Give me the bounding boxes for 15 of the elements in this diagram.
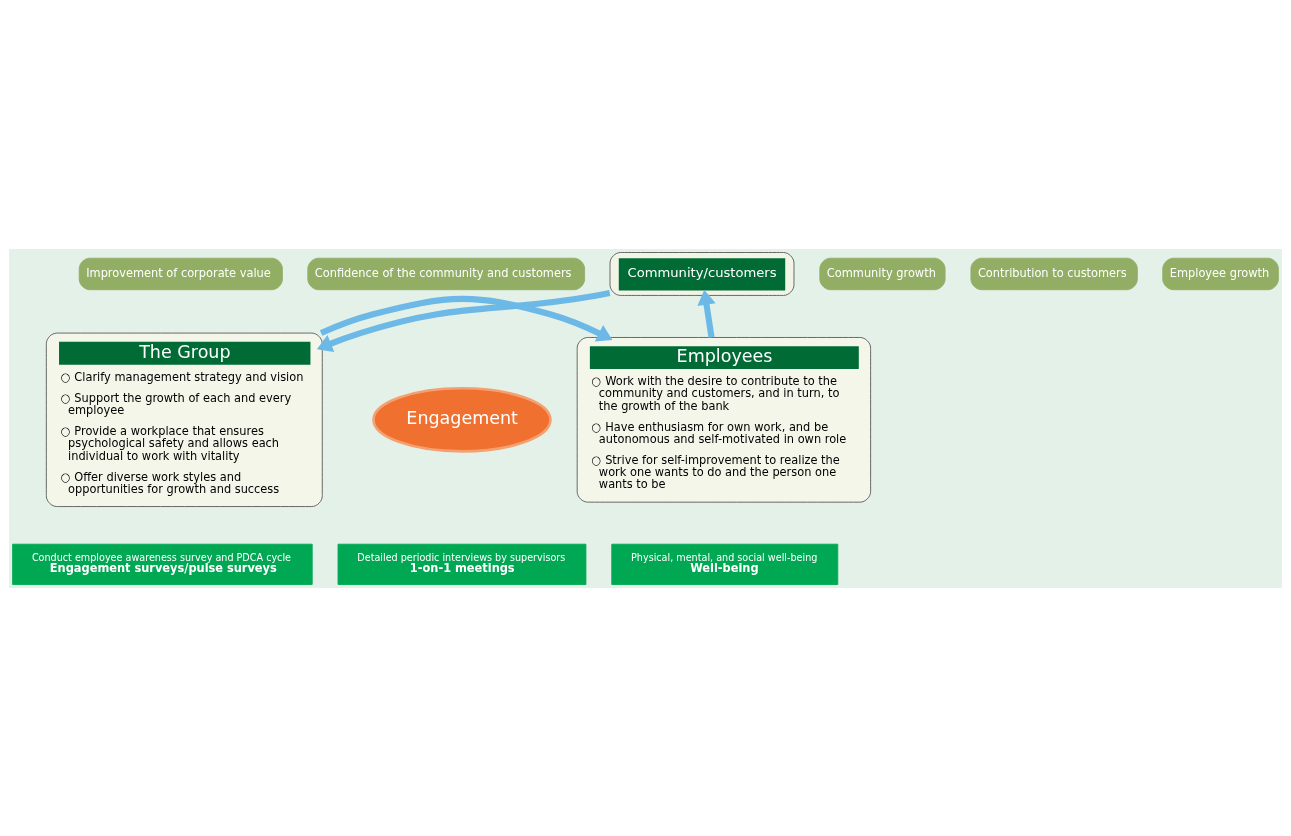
arrow [697,289,716,338]
node-box: Detailed periodic interviews by supervisors 1-on-1 meetings [337,543,587,585]
node-box: Contribution to customers [970,257,1138,290]
node-box: Confidence of the community and customers [307,257,586,290]
node-box: Physical, mental, and social well-being Well-being [611,543,839,585]
node-box: Improvement of corporate value [78,257,283,290]
node-ellipse: Engagement [372,386,552,453]
arrow [319,295,613,341]
node-box: Community growth [819,257,946,290]
arrow [316,289,611,352]
node-box: Conduct employee awareness survey and PDCA cycle Engagement surveys/pulse surveys [12,543,313,585]
node-box: Employees ○ Work with the desire to contribute to the community and customers, and in turn, to the growth of the bank ○ Have enthusiasm for own work, and be autonomous and self-motivated in own role ○ Strive for self-improvement to realize the work one wants to do and the person one wants to be [576,336,872,503]
node-box: Employee growth [1162,257,1279,290]
node-box: The Group ○ Clarify management strategy and vision ○ Support the growth of each and every employee ○ Provide a workplace that ensures psychological safety and allows each individual to work with vitality ○ Offer diverse work styles and opportunities for growth and success [45,332,323,507]
node-box: Community/customers [609,251,795,296]
